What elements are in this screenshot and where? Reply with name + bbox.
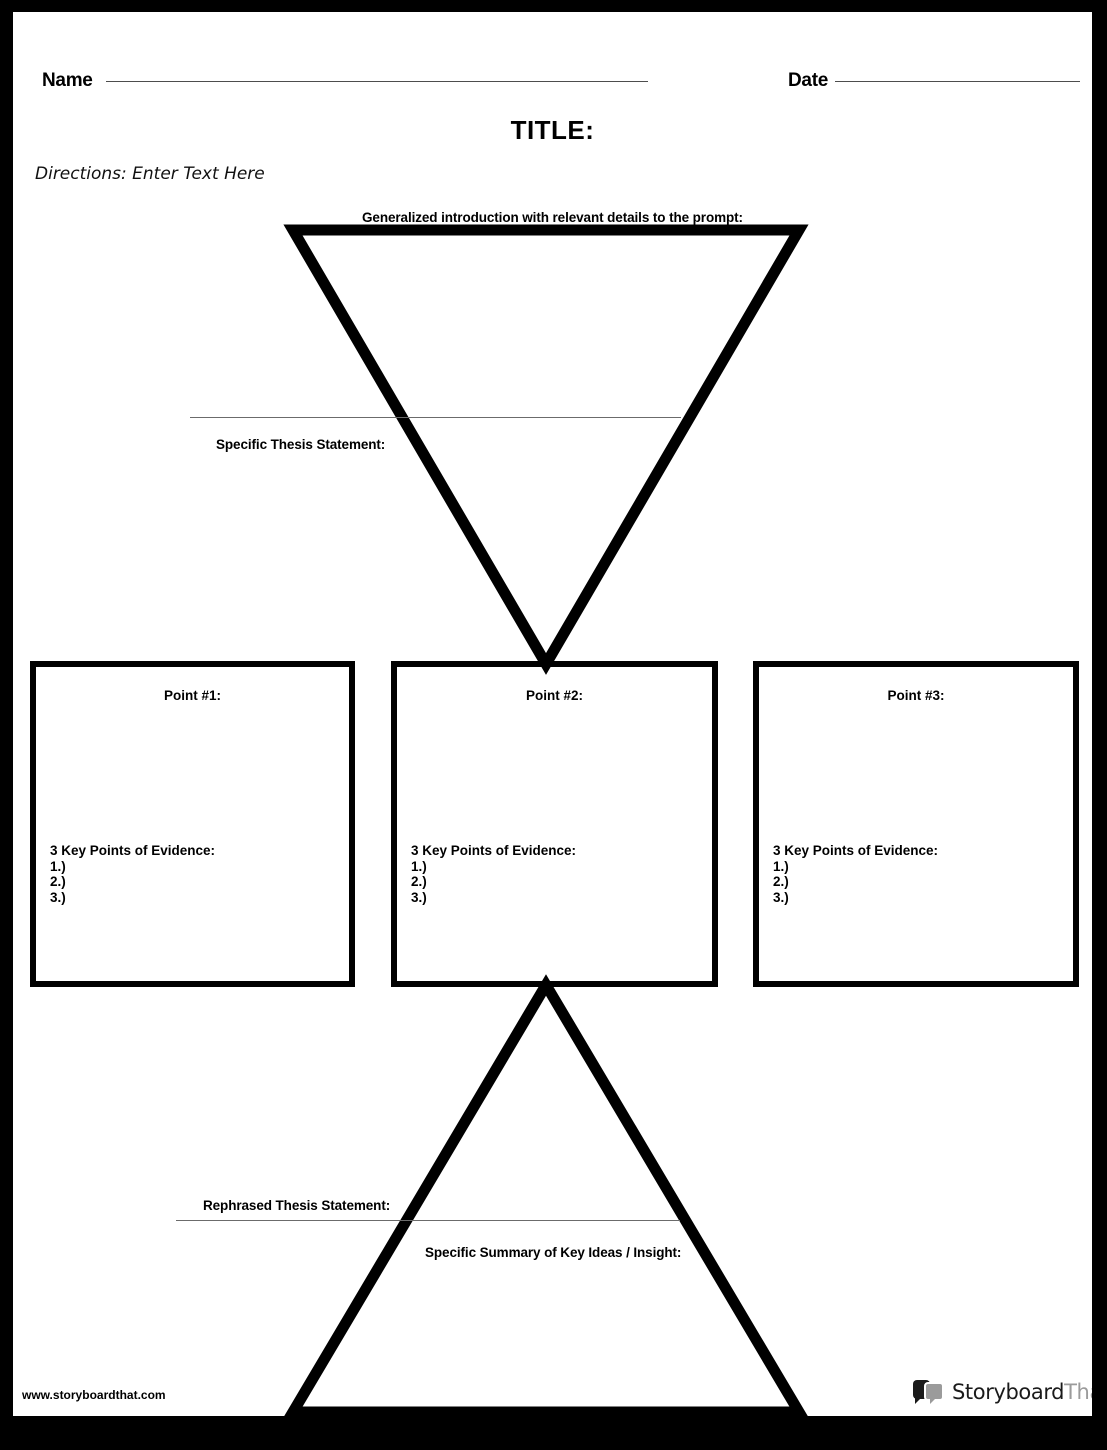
point-box-2-evidence: 3 Key Points of Evidence: 1.) 2.) 3.) [411,843,576,905]
speech-bubble-light-icon [924,1382,944,1404]
point-box-3[interactable]: Point #3: 3 Key Points of Evidence: 1.) … [753,661,1079,987]
evidence-item-1-1[interactable]: 1.) [50,858,66,874]
point-box-3-title: Point #3: [887,688,945,703]
evidence-item-2-1[interactable]: 1.) [411,858,427,874]
evidence-item-1-3[interactable]: 3.) [50,889,66,905]
rephrased-thesis-caption: Rephrased Thesis Statement: [203,1198,391,1213]
site-url[interactable]: www.storyboardthat.com [22,1388,166,1402]
evidence-item-1-2[interactable]: 2.) [50,874,66,889]
evidence-label-1: 3 Key Points of Evidence: [50,843,216,858]
directions-text[interactable]: Directions: Enter Text Here [35,164,265,184]
rephrased-thesis-write-line[interactable] [176,1220,680,1221]
evidence-item-2-3[interactable]: 3.) [411,889,427,905]
date-write-line[interactable] [835,81,1080,82]
logo-text-primary: Storyboard [952,1379,1065,1404]
evidence-label-2: 3 Key Points of Evidence: [411,843,577,858]
introduction-caption: Generalized introduction with relevant d… [362,210,743,225]
point-box-1[interactable]: Point #1: 3 Key Points of Evidence: 1.) … [30,661,355,987]
summary-caption: Specific Summary of Key Ideas / Insight: [425,1245,682,1260]
storyboardthat-logo[interactable]: StoryboardThat [913,1379,1092,1404]
point-box-1-title: Point #1: [163,688,221,703]
evidence-label-3: 3 Key Points of Evidence: [773,843,939,858]
speech-bubble-icon [913,1379,945,1404]
thesis-write-line[interactable] [190,417,681,418]
point-box-2-title: Point #2: [525,688,583,703]
logo-text-secondary: That [1064,1379,1092,1404]
logo-wordmark: StoryboardThat [952,1380,1092,1404]
worksheet-page: Name Date TITLE: Directions: Enter Text … [13,12,1092,1416]
evidence-item-2-2[interactable]: 2.) [411,874,427,889]
name-write-line[interactable] [106,81,648,82]
point-box-1-evidence: 3 Key Points of Evidence: 1.) 2.) 3.) [50,843,215,905]
point-box-3-evidence: 3 Key Points of Evidence: 1.) 2.) 3.) [773,843,938,905]
evidence-item-3-3[interactable]: 3.) [773,889,789,905]
thesis-caption: Specific Thesis Statement: [216,437,386,452]
date-label: Date [788,70,828,91]
evidence-item-3-1[interactable]: 1.) [773,858,789,874]
point-box-2[interactable]: Point #2: 3 Key Points of Evidence: 1.) … [391,661,718,987]
evidence-item-3-2[interactable]: 2.) [773,874,789,889]
page-title[interactable]: TITLE: [510,115,595,145]
name-label: Name [42,70,93,91]
